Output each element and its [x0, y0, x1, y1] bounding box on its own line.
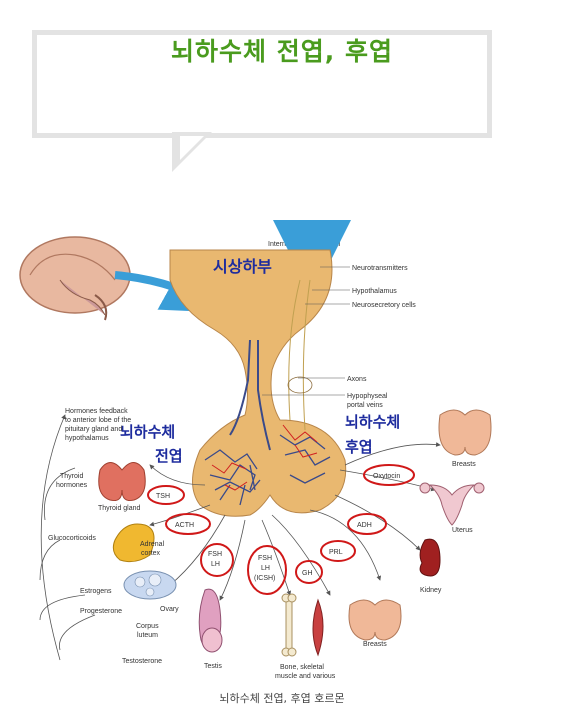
brain-icon: [19, 236, 131, 321]
hormone-acth: ACTH: [165, 513, 211, 535]
hormone-tsh: TSH: [147, 485, 185, 505]
svg-text:LH: LH: [261, 565, 270, 572]
svg-text:Uterus: Uterus: [452, 527, 473, 534]
svg-text:Progesterone: Progesterone: [80, 608, 122, 615]
svg-text:Hormones feedback: Hormones feedback: [65, 408, 128, 415]
ovary-icon: [123, 570, 177, 600]
uterus-icon: [419, 482, 485, 526]
label-hypothalamus: Hypothalamus: [352, 288, 397, 295]
svg-text:TSH: TSH: [156, 493, 170, 500]
svg-text:Glucocorticoids: Glucocorticoids: [48, 535, 96, 542]
svg-text:Thyroid gland: Thyroid gland: [98, 505, 141, 512]
anterior-kr-1: 뇌하수체: [120, 423, 175, 441]
svg-text:Oxytocin: Oxytocin: [373, 473, 400, 480]
svg-text:ACTH: ACTH: [175, 522, 194, 529]
side-labels: Neurotransmitters Hypothalamus Neurosecr…: [262, 265, 416, 409]
hormone-fsh-lh-icsh: FSH LH (ICSH): [247, 545, 287, 595]
svg-text:Kidney: Kidney: [420, 587, 442, 594]
label-portal-1: Hypophyseal: [347, 393, 388, 400]
stimuli-label: Internal-external stimuli: [268, 241, 341, 248]
adrenal-icon: [112, 523, 155, 563]
svg-text:pituitary gland and: pituitary gland and: [65, 426, 122, 433]
feedback-note: Hormones feedback to anterior lobe of th…: [65, 408, 131, 442]
svg-text:luteum: luteum: [137, 632, 158, 639]
pituitary-diagram: Internal-external stimuli: [0, 220, 564, 685]
svg-text:Testis: Testis: [204, 663, 222, 670]
page-title: 뇌하수체 전엽, 후엽: [171, 37, 393, 66]
diagram-svg: Internal-external stimuli: [19, 220, 492, 680]
title-bubble: [32, 30, 492, 138]
svg-text:Bone, skeletal: Bone, skeletal: [280, 664, 324, 671]
label-neurosecretory: Neurosecretory cells: [352, 302, 416, 309]
svg-text:Adrenal: Adrenal: [140, 541, 165, 548]
svg-text:Ovary: Ovary: [160, 606, 179, 613]
breasts-bottom-icon: [348, 599, 402, 641]
testis-icon: [198, 588, 223, 653]
svg-text:Thyroid: Thyroid: [60, 473, 83, 480]
svg-text:LH: LH: [211, 561, 220, 568]
hormone-adh: ADH: [347, 513, 387, 535]
svg-text:Estrogens: Estrogens: [80, 588, 112, 595]
hormone-gh: GH: [295, 560, 323, 584]
kidney-icon: [419, 538, 441, 577]
svg-text:to anterior lobe of the: to anterior lobe of the: [65, 417, 131, 424]
svg-text:muscle and various: muscle and various: [275, 673, 336, 680]
label-neurotransmitters: Neurotransmitters: [352, 265, 408, 272]
anterior-kr-2: 전엽: [155, 447, 183, 465]
figure-caption: 뇌하수체 전엽, 후엽 호르몬: [219, 692, 345, 705]
svg-text:FSH: FSH: [258, 555, 272, 562]
svg-text:Corpus: Corpus: [136, 623, 159, 630]
posterior-kr-2: 후엽: [345, 438, 373, 456]
bone-muscle-icon: [281, 593, 324, 657]
label-portal-2: portal veins: [347, 402, 383, 409]
svg-text:cortex: cortex: [141, 550, 161, 557]
hypothalamus-kr: 시상하부: [213, 257, 272, 276]
svg-text:hypothalamus: hypothalamus: [65, 435, 109, 442]
svg-text:Testosterone: Testosterone: [122, 658, 162, 665]
svg-text:GH: GH: [302, 570, 313, 577]
svg-text:Breasts: Breasts: [452, 461, 476, 468]
svg-text:PRL: PRL: [329, 549, 343, 556]
hormone-prl: PRL: [320, 540, 356, 562]
svg-text:(ICSH): (ICSH): [254, 575, 275, 582]
feedback-arrows: [39, 414, 96, 661]
thyroid-icon: [98, 462, 146, 501]
pituitary-gland: [169, 249, 347, 517]
hormone-oxytocin: Oxytocin: [363, 464, 415, 486]
label-axons: Axons: [347, 376, 367, 383]
svg-text:ADH: ADH: [357, 522, 372, 529]
svg-text:hormones: hormones: [56, 482, 88, 489]
svg-text:Breasts: Breasts: [363, 641, 387, 648]
svg-text:FSH: FSH: [208, 551, 222, 558]
posterior-kr-1: 뇌하수체: [345, 413, 400, 431]
breasts-top-icon: [438, 409, 492, 456]
hormone-fsh-lh: FSH LH: [200, 543, 234, 577]
